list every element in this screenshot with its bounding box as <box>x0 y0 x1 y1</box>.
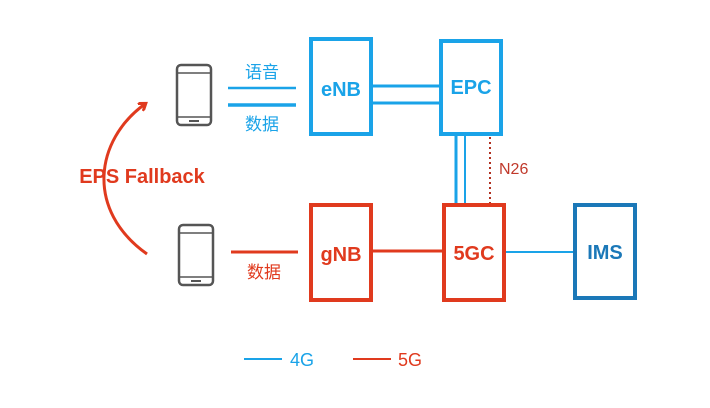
voice-label: 语音 <box>245 63 279 82</box>
fallback-label: EPS Fallback <box>79 166 205 188</box>
gnb-node <box>309 203 373 302</box>
epc-label: EPC <box>450 77 491 99</box>
enb-label: eNB <box>321 79 361 101</box>
legend: 4G 5G <box>244 350 422 370</box>
n26-label: N26 <box>499 161 528 178</box>
fivegc-label: 5GC <box>453 243 494 265</box>
enb-node <box>309 37 373 136</box>
legend-4g-label: 4G <box>290 350 314 370</box>
epc-node <box>439 39 503 136</box>
fallback-arrow-icon <box>102 104 147 256</box>
fivegc-node <box>442 203 506 302</box>
phone-5g-icon <box>177 223 215 287</box>
legend-5g-label: 5G <box>398 350 422 370</box>
data-4g-label: 数据 <box>245 115 279 134</box>
ims-label: IMS <box>587 242 623 264</box>
ims-node <box>573 203 637 300</box>
data-5g-label: 数据 <box>247 263 281 282</box>
phone-4g-icon <box>175 63 213 127</box>
gnb-label: gNB <box>320 244 361 266</box>
